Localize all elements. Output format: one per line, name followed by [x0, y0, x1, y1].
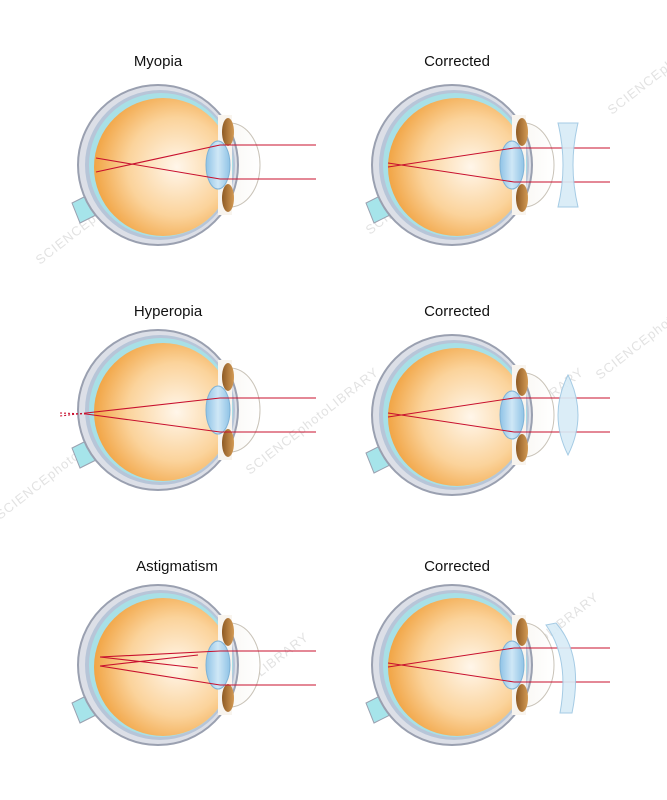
vitreous-body — [388, 348, 526, 486]
vitreous-body — [94, 598, 232, 736]
refracted-ray-bottom — [387, 412, 515, 433]
refracted-ray-top-b — [99, 656, 199, 669]
iris-bottom — [516, 184, 528, 212]
crystalline-lens — [499, 390, 525, 440]
iris-bottom — [222, 184, 234, 212]
iris-top — [516, 118, 528, 146]
refracted-ray-top — [387, 647, 515, 668]
vitreous-body — [94, 98, 232, 236]
watermark-text: SCIENCEphotoLIBRARY — [593, 269, 667, 382]
refracted-ray-top — [387, 147, 515, 168]
convex-lens — [557, 373, 579, 457]
vitreous-body — [94, 343, 232, 481]
crystalline-lens — [205, 640, 231, 690]
refracted-ray-top — [85, 397, 221, 414]
eye-hyperopia-fix — [365, 334, 610, 496]
refracted-ray-bottom — [387, 662, 515, 683]
vitreous-body — [388, 98, 526, 236]
crystalline-lens — [205, 385, 231, 435]
iris-top — [222, 363, 234, 391]
refracted-ray-top — [387, 397, 515, 418]
eye-myopia — [71, 84, 316, 246]
iris-top — [222, 118, 234, 146]
eyes-layer — [59, 84, 610, 746]
crystalline-lens — [205, 140, 231, 190]
watermark-text: SCIENCEphotoLIBRARY — [605, 4, 667, 117]
refracted-ray-top-a — [99, 650, 221, 658]
focus-extension-bottom — [59, 412, 87, 415]
refracted-ray-bottom — [387, 162, 515, 183]
refracted-ray-bottom — [85, 413, 221, 433]
eye-astigmatism — [71, 584, 316, 746]
panel-title-astigmatism-corrected: Corrected — [424, 558, 490, 575]
eye-myopia-fix — [365, 84, 610, 246]
refracted-ray-bottom — [95, 157, 221, 180]
panel-title-astigmatism: Astigmatism — [136, 558, 218, 575]
refracted-ray-bottom-b — [99, 654, 199, 667]
cylindrical-lens — [545, 622, 577, 714]
vitreous-body — [388, 598, 526, 736]
panel-title-myopia: Myopia — [134, 53, 183, 70]
crystalline-lens — [499, 140, 525, 190]
iris-bottom — [516, 684, 528, 712]
watermark-text: SCIENCEphotoLIBRARY — [243, 364, 382, 477]
iris-bottom — [222, 429, 234, 457]
panel-title-hyperopia-corrected: Corrected — [424, 303, 490, 320]
refracted-ray-top — [95, 144, 221, 173]
eye-hyperopia — [59, 329, 316, 491]
eye-astigmatism-fix — [365, 584, 610, 746]
iris-bottom — [516, 434, 528, 462]
iris-top — [222, 618, 234, 646]
iris-bottom — [222, 684, 234, 712]
panel-title-myopia-corrected: Corrected — [424, 53, 490, 70]
concave-lens — [557, 122, 579, 208]
refracted-ray-bottom-a — [99, 665, 221, 686]
panel-title-hyperopia: Hyperopia — [134, 303, 203, 320]
crystalline-lens — [499, 640, 525, 690]
iris-top — [516, 368, 528, 396]
iris-top — [516, 618, 528, 646]
